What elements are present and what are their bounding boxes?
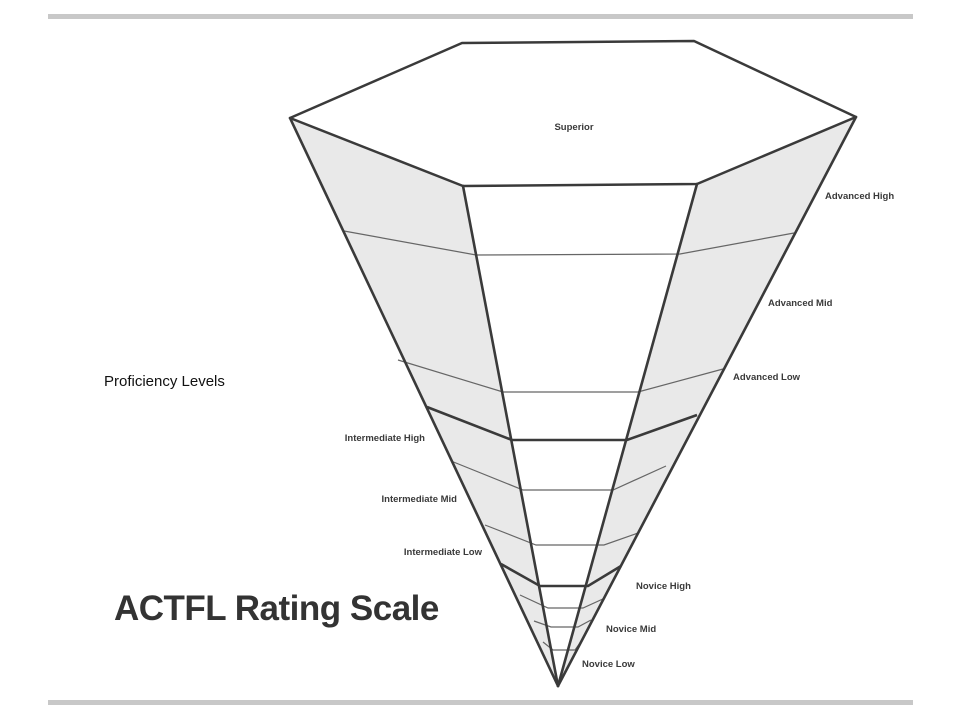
label-advanced-low: Advanced Low (733, 372, 801, 383)
edge-outer-left (288, 116, 560, 688)
proficiency-levels-label: Proficiency Levels (104, 373, 225, 390)
band-line-advanced-mid (397, 359, 724, 393)
pyramid-front-face (463, 184, 697, 686)
label-novice-high: Novice High (636, 581, 691, 592)
pyramid-edges (288, 115, 858, 688)
boundary-advanced-intermediate (426, 405, 698, 442)
label-novice-low: Novice Low (582, 659, 635, 670)
boundary-intermediate-novice (500, 562, 622, 588)
label-advanced-mid: Advanced Mid (768, 298, 833, 309)
edge-inner-left (461, 184, 560, 688)
band-line-novice-mid (519, 594, 606, 609)
label-intermediate-low: Intermediate Low (404, 547, 483, 558)
diagram-title: ACTFL Rating Scale (114, 589, 439, 628)
edge-inner-right (556, 182, 699, 688)
label-intermediate-high: Intermediate High (345, 433, 425, 444)
band-line-intermediate-low (484, 524, 639, 546)
top-divider (48, 14, 913, 19)
thin-band-lines (343, 230, 795, 651)
band-line-novice-low (533, 619, 592, 628)
bottom-divider (48, 700, 913, 705)
label-novice-mid: Novice Mid (606, 624, 656, 635)
label-intermediate-mid: Intermediate Mid (382, 494, 458, 505)
label-advanced-high: Advanced High (825, 191, 894, 202)
major-level-boundaries (426, 405, 698, 588)
band-line-advanced-high (343, 230, 795, 256)
edge-outer-right (556, 115, 858, 688)
band-line-intermediate-mid (450, 460, 667, 491)
label-superior: Superior (554, 122, 593, 133)
